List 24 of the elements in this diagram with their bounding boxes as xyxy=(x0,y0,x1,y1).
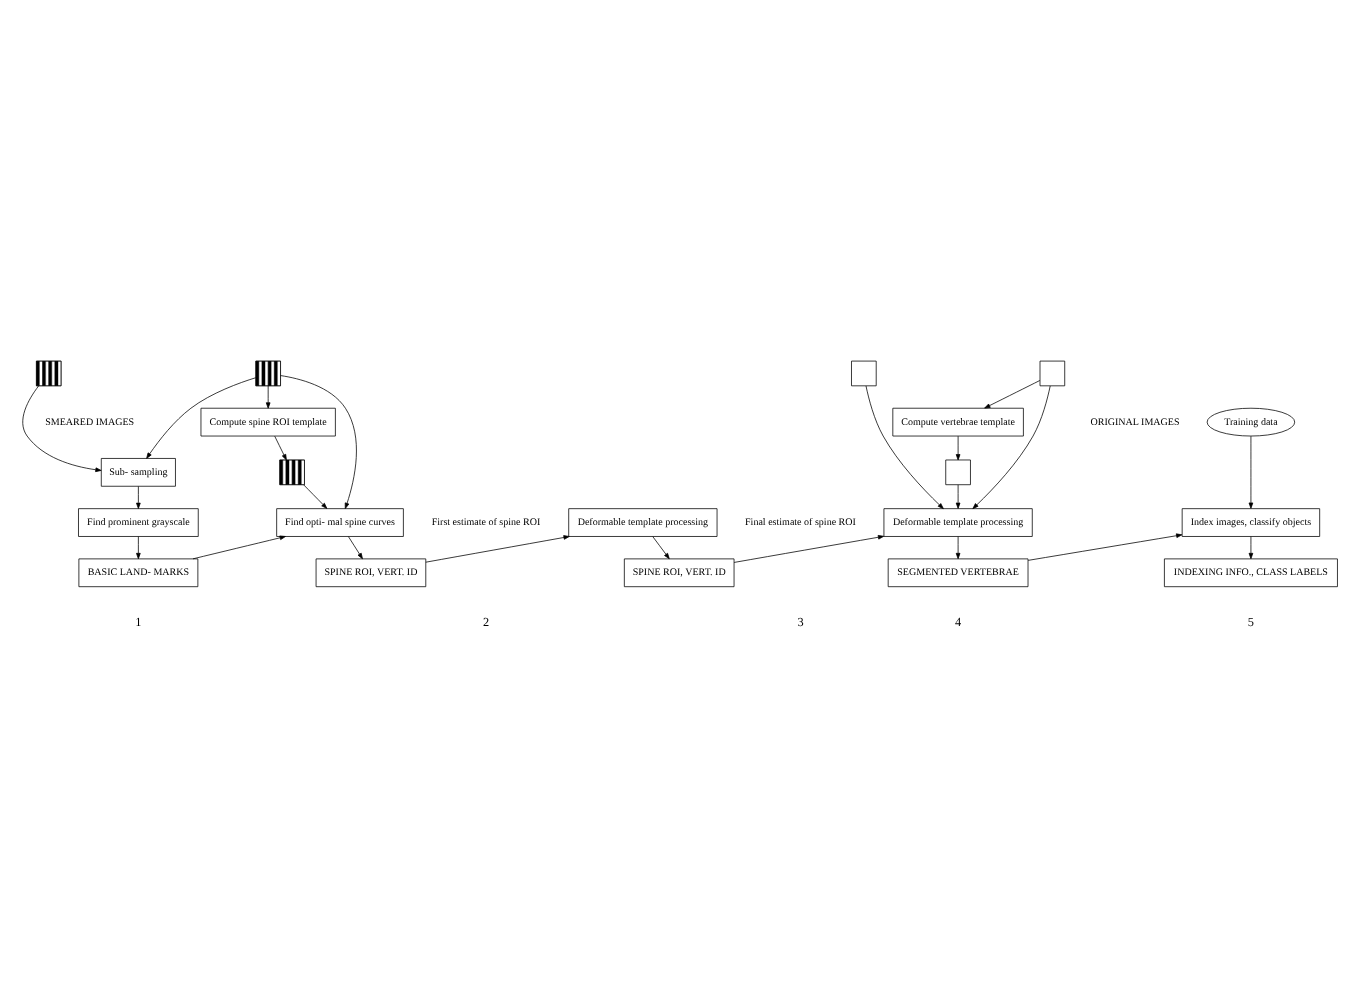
arrow xyxy=(1027,532,1183,560)
arrow xyxy=(22,384,102,471)
arrow xyxy=(348,535,363,559)
arrow xyxy=(652,535,670,559)
arrow xyxy=(972,384,1051,508)
node-box xyxy=(1039,359,1066,386)
arrow xyxy=(1248,434,1254,508)
arrow xyxy=(146,376,257,458)
arrow xyxy=(955,434,961,460)
arrow xyxy=(136,535,141,559)
arrow xyxy=(955,535,961,559)
node-box xyxy=(945,458,971,485)
arrow xyxy=(136,485,141,508)
node-box xyxy=(851,359,877,386)
arrow xyxy=(303,483,328,508)
arrow xyxy=(733,534,885,562)
arrow xyxy=(1248,535,1254,559)
arrow xyxy=(865,384,944,508)
arrow xyxy=(984,379,1041,408)
arrow xyxy=(265,384,271,408)
arrow xyxy=(192,534,286,559)
arrow xyxy=(274,434,287,460)
arrow xyxy=(425,534,570,562)
arrow xyxy=(955,483,961,508)
